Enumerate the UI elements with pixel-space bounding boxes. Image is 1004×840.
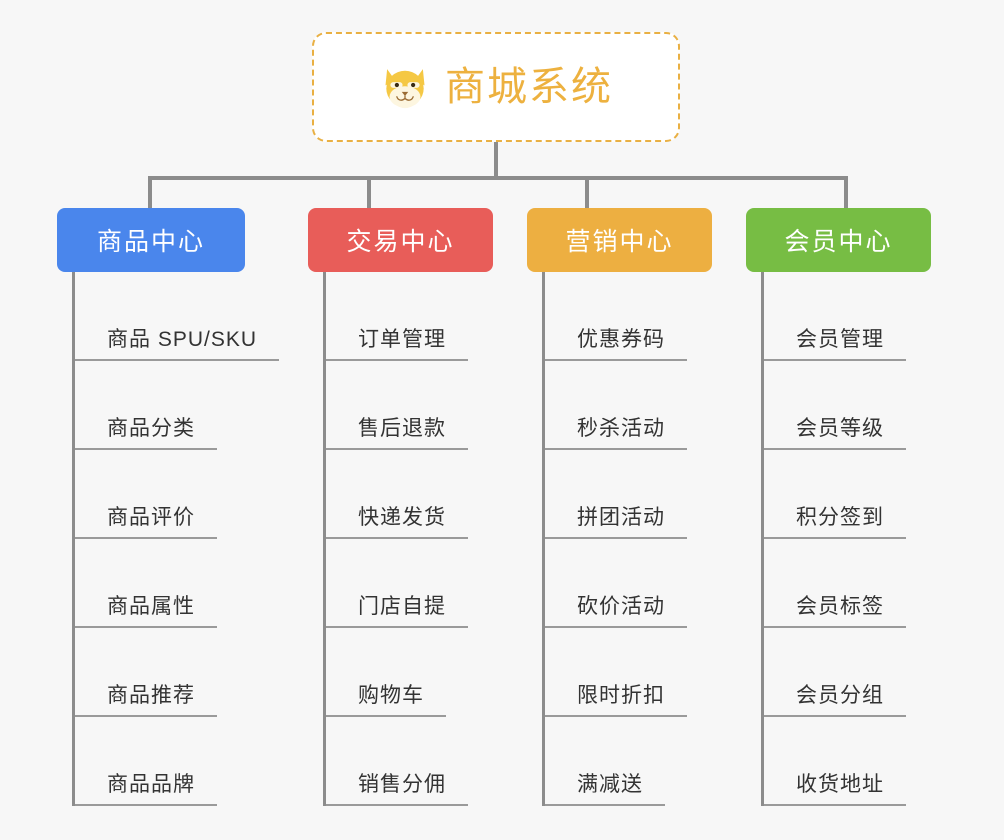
leaf-item[interactable]: 优惠券码 <box>545 272 747 361</box>
leaf-item[interactable]: 秒杀活动 <box>545 361 747 450</box>
branch-rail-trade: 订单管理 售后退款 快递发货 门店自提 购物车 销售分佣 <box>323 272 528 806</box>
leaf-item[interactable]: 收货地址 <box>764 717 966 806</box>
connector-drop-4 <box>844 176 848 210</box>
leaf-item[interactable]: 商品分类 <box>75 361 277 450</box>
leaf-label: 积分签到 <box>764 507 906 539</box>
category-label: 营销中心 <box>565 228 674 256</box>
leaf-label: 购物车 <box>326 685 446 717</box>
leaf-label: 优惠券码 <box>545 329 687 361</box>
leaf-label: 满减送 <box>545 774 665 806</box>
leaf-item[interactable]: 商品品牌 <box>75 717 277 806</box>
leaf-item[interactable]: 会员分组 <box>764 628 966 717</box>
leaf-item[interactable]: 会员管理 <box>764 272 966 361</box>
leaf-label: 商品评价 <box>75 507 217 539</box>
connector-drop-3 <box>585 176 589 210</box>
branch-rail-product: 商品 SPU/SKU 商品分类 商品评价 商品属性 商品推荐 商品品牌 <box>72 272 280 806</box>
leaf-item[interactable]: 拼团活动 <box>545 450 747 539</box>
leaf-label: 会员分组 <box>764 685 906 717</box>
category-label: 交易中心 <box>346 228 455 256</box>
leaf-label: 会员标签 <box>764 596 906 628</box>
leaf-label: 拼团活动 <box>545 507 687 539</box>
leaf-label: 快递发货 <box>326 507 468 539</box>
category-label: 商品中心 <box>96 228 205 256</box>
shiba-dog-face-icon <box>385 69 425 109</box>
leaf-label: 秒杀活动 <box>545 418 687 450</box>
leaf-label: 商品推荐 <box>75 685 217 717</box>
branch-column-product: 商品中心 商品 SPU/SKU 商品分类 商品评价 商品属性 商品推荐 商品品牌 <box>57 208 280 806</box>
leaf-item[interactable]: 售后退款 <box>326 361 528 450</box>
leaf-label: 销售分佣 <box>326 774 468 806</box>
branch-column-marketing: 营销中心 优惠券码 秒杀活动 拼团活动 砍价活动 限时折扣 满减送 <box>527 208 747 806</box>
leaf-item[interactable]: 快递发货 <box>326 450 528 539</box>
leaf-label: 商品 SPU/SKU <box>75 329 280 361</box>
connector-horizontal-bus <box>148 176 848 180</box>
leaf-label: 售后退款 <box>326 418 468 450</box>
branch-column-trade: 交易中心 订单管理 售后退款 快递发货 门店自提 购物车 销售分佣 <box>308 208 528 806</box>
category-label: 会员中心 <box>784 228 893 256</box>
leaf-item[interactable]: 购物车 <box>326 628 528 717</box>
leaf-item[interactable]: 订单管理 <box>326 272 528 361</box>
leaf-item[interactable]: 会员等级 <box>764 361 966 450</box>
leaf-label: 砍价活动 <box>545 596 687 628</box>
leaf-item[interactable]: 积分签到 <box>764 450 966 539</box>
category-box-member[interactable]: 会员中心 <box>746 208 931 272</box>
leaf-label: 限时折扣 <box>545 685 687 717</box>
category-box-product[interactable]: 商品中心 <box>57 208 245 272</box>
leaf-item[interactable]: 商品评价 <box>75 450 277 539</box>
leaf-label: 商品属性 <box>75 596 217 628</box>
category-box-marketing[interactable]: 营销中心 <box>527 208 712 272</box>
branch-rail-marketing: 优惠券码 秒杀活动 拼团活动 砍价活动 限时折扣 满减送 <box>542 272 747 806</box>
leaf-item[interactable]: 商品推荐 <box>75 628 277 717</box>
leaf-item[interactable]: 砍价活动 <box>545 539 747 628</box>
leaf-item[interactable]: 商品 SPU/SKU <box>75 272 280 361</box>
leaf-item[interactable]: 限时折扣 <box>545 628 747 717</box>
leaf-label: 会员管理 <box>764 329 906 361</box>
leaf-label: 商品分类 <box>75 418 217 450</box>
leaf-item[interactable]: 商品属性 <box>75 539 277 628</box>
connector-root-stem <box>494 142 498 179</box>
category-box-trade[interactable]: 交易中心 <box>308 208 493 272</box>
leaf-item[interactable]: 会员标签 <box>764 539 966 628</box>
leaf-label: 订单管理 <box>326 329 468 361</box>
root-node[interactable]: 商城系统 <box>312 32 680 142</box>
leaf-label: 会员等级 <box>764 418 906 450</box>
leaf-item[interactable]: 销售分佣 <box>326 717 528 806</box>
leaf-item[interactable]: 满减送 <box>545 717 747 806</box>
branch-rail-member: 会员管理 会员等级 积分签到 会员标签 会员分组 收货地址 <box>761 272 966 806</box>
leaf-label: 收货地址 <box>764 774 906 806</box>
root-title: 商城系统 <box>445 65 613 109</box>
leaf-label: 商品品牌 <box>75 774 217 806</box>
connector-drop-2 <box>367 176 371 210</box>
leaf-item[interactable]: 门店自提 <box>326 539 528 628</box>
connector-drop-1 <box>148 176 152 210</box>
leaf-label: 门店自提 <box>326 596 468 628</box>
branch-column-member: 会员中心 会员管理 会员等级 积分签到 会员标签 会员分组 收货地址 <box>746 208 966 806</box>
